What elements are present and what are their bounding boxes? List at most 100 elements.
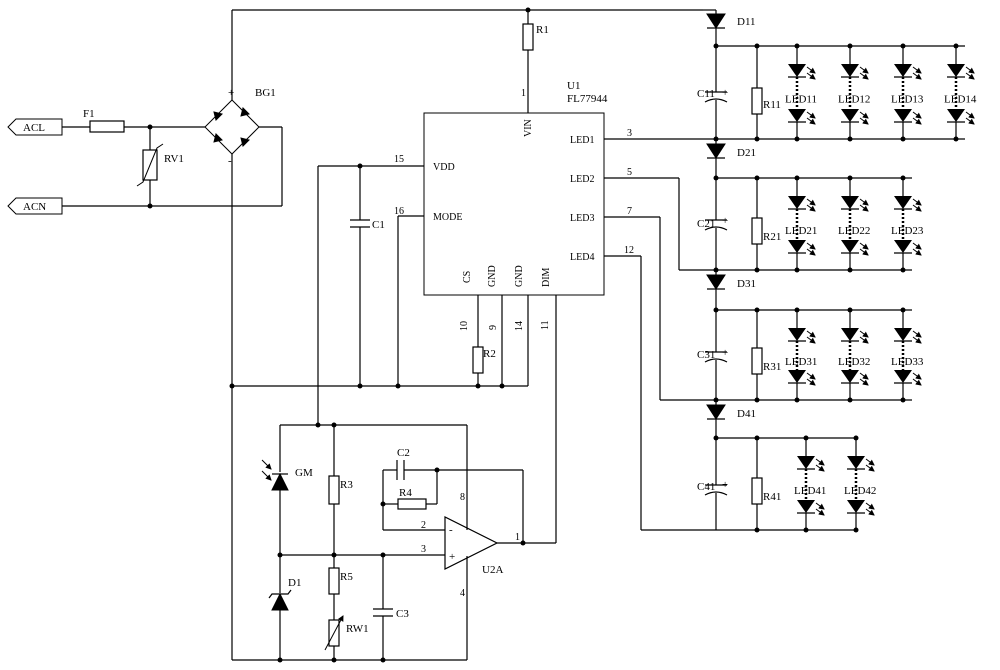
capacitor-c3: C3 xyxy=(373,608,409,620)
svg-text:R2: R2 xyxy=(483,348,496,360)
capacitor-c1: C1 xyxy=(350,219,385,231)
capacitor-c11: C11 + xyxy=(697,87,728,102)
capacitor-c31: C31 + xyxy=(697,347,728,362)
svg-text:14: 14 xyxy=(514,321,525,331)
svg-text:CS: CS xyxy=(462,271,473,283)
led-label-led31: LED31 xyxy=(785,356,817,368)
led-label-led22: LED22 xyxy=(838,225,870,237)
svg-text:+: + xyxy=(722,347,728,359)
resistor-r2: R2 xyxy=(473,347,496,373)
svg-text:ACN: ACN xyxy=(23,201,46,213)
varistor-rv1: RV1 xyxy=(137,144,184,186)
svg-text:3: 3 xyxy=(627,128,632,139)
photodiode-gm: GM xyxy=(262,460,313,490)
svg-text:LED1: LED1 xyxy=(570,135,594,146)
led-string-led31: LED31 xyxy=(785,308,817,403)
led-string-led32: LED32 xyxy=(838,308,870,403)
svg-text:9: 9 xyxy=(488,325,499,330)
diode-d21: D21 xyxy=(707,144,756,159)
led-label-led41: LED41 xyxy=(794,485,826,497)
led-string-led13: LED13 xyxy=(891,44,924,142)
svg-text:4: 4 xyxy=(460,588,465,599)
svg-text:1: 1 xyxy=(515,532,520,543)
svg-text:GND: GND xyxy=(487,265,498,287)
resistor-r5: R5 xyxy=(329,568,353,594)
led-label-led14: LED14 xyxy=(944,94,977,106)
resistor-r11: R11 xyxy=(752,88,781,114)
svg-text:DIM: DIM xyxy=(541,267,552,287)
capacitor-c21: C21 + xyxy=(697,215,728,230)
svg-text:R4: R4 xyxy=(399,487,412,499)
led-string-led23: LED23 xyxy=(891,176,924,273)
capacitor-c2: C2 xyxy=(397,447,410,480)
resistor-r21: R21 xyxy=(752,218,781,244)
diode-d11: D11 xyxy=(707,14,756,28)
resistor-r4: R4 xyxy=(398,487,426,509)
svg-text:GND: GND xyxy=(514,265,525,287)
svg-text:BG1: BG1 xyxy=(255,87,276,99)
svg-text:U2A: U2A xyxy=(482,564,503,576)
svg-text:FL77944: FL77944 xyxy=(567,93,608,105)
svg-text:R21: R21 xyxy=(763,231,781,243)
svg-text:R3: R3 xyxy=(340,479,353,491)
svg-text:C2: C2 xyxy=(397,447,410,459)
led-label-led11: LED11 xyxy=(785,94,817,106)
led-string-led12: LED12 xyxy=(838,44,870,142)
svg-text:GM: GM xyxy=(295,467,313,479)
svg-text:+: + xyxy=(722,87,728,99)
svg-text:U1: U1 xyxy=(567,80,580,92)
svg-text:R41: R41 xyxy=(763,491,781,503)
led-label-led42: LED42 xyxy=(844,485,876,497)
svg-text:D31: D31 xyxy=(737,278,756,290)
svg-text:-: - xyxy=(449,524,453,536)
svg-text:ACL: ACL xyxy=(23,122,45,134)
capacitor-c41: C41 + xyxy=(697,479,728,495)
svg-text:D1: D1 xyxy=(288,577,301,589)
svg-text:C41: C41 xyxy=(697,481,715,493)
led-string-led41: LED41 xyxy=(794,436,826,533)
svg-text:D21: D21 xyxy=(737,147,756,159)
fuse-f1: F1 xyxy=(83,108,124,132)
zener-diode-d1: D1 xyxy=(269,577,301,610)
led-string-led11: LED11 xyxy=(785,44,817,142)
resistor-r3: R3 xyxy=(329,476,353,504)
svg-text:RV1: RV1 xyxy=(164,153,184,165)
led-label-led13: LED13 xyxy=(891,94,924,106)
svg-text:LED2: LED2 xyxy=(570,174,594,185)
svg-text:16: 16 xyxy=(394,206,404,217)
svg-text:5: 5 xyxy=(627,167,632,178)
svg-text:7: 7 xyxy=(627,206,632,217)
led-string-led42: LED42 xyxy=(844,436,876,533)
svg-text:15: 15 xyxy=(394,154,404,165)
svg-text:1: 1 xyxy=(521,88,526,99)
svg-text:R11: R11 xyxy=(763,99,781,111)
resistor-r1: R1 xyxy=(523,24,549,50)
svg-text:8: 8 xyxy=(460,492,465,503)
led-string-led21: LED21 xyxy=(785,176,817,273)
svg-text:RW1: RW1 xyxy=(346,623,369,635)
svg-text:C21: C21 xyxy=(697,218,715,230)
svg-text:R5: R5 xyxy=(340,571,353,583)
diode-d41: D41 xyxy=(707,405,756,420)
opamp-u2a: - + U2A xyxy=(445,517,503,576)
svg-text:C1: C1 xyxy=(372,219,385,231)
led-label-led12: LED12 xyxy=(838,94,870,106)
potentiometer-rw1: RW1 xyxy=(325,616,369,650)
svg-text:10: 10 xyxy=(459,321,470,331)
led-string-led14: LED14 xyxy=(944,44,977,142)
svg-text:C31: C31 xyxy=(697,349,715,361)
svg-text:C3: C3 xyxy=(396,608,409,620)
svg-text:R31: R31 xyxy=(763,361,781,373)
svg-text:+: + xyxy=(228,87,234,99)
svg-text:R1: R1 xyxy=(536,24,549,36)
svg-text:D41: D41 xyxy=(737,408,756,420)
svg-text:11: 11 xyxy=(540,320,551,330)
resistor-r41: R41 xyxy=(752,478,781,504)
svg-text:12: 12 xyxy=(624,245,634,256)
led-label-led33: LED33 xyxy=(891,356,924,368)
svg-text:LED4: LED4 xyxy=(570,252,594,263)
svg-text:F1: F1 xyxy=(83,108,95,120)
diode-d31: D31 xyxy=(707,275,756,290)
svg-text:3: 3 xyxy=(421,544,426,555)
